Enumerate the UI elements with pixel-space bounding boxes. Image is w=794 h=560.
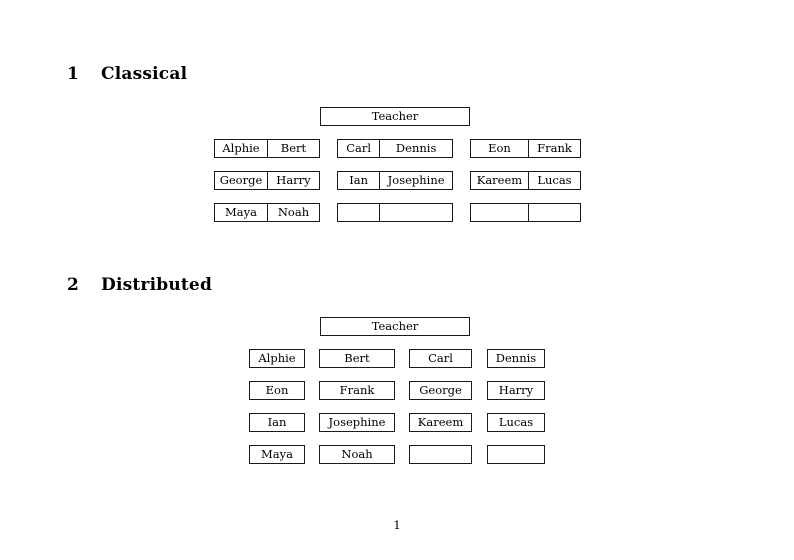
student-box: Josephine [319,413,395,432]
teacher-label: Teacher [371,108,419,123]
student-label: Frank [339,382,375,397]
student-cell: Frank [527,140,580,157]
section-number: 2 [67,275,80,295]
student-pair-box: George Harry [214,171,320,190]
student-box: Eon [249,381,305,400]
student-box: Kareem [409,413,472,432]
student-label: Maya [261,446,293,461]
student-pair-box: Carl Dennis [337,139,453,158]
student-box: Dennis [487,349,545,368]
student-pair-box-empty [337,203,453,222]
student-box-empty [409,445,472,464]
section-heading-distributed: 2 Distributed [67,277,212,294]
student-box: Bert [319,349,395,368]
student-cell: Lucas [527,172,580,189]
student-cell: Carl [346,140,372,155]
student-box: Frank [319,381,395,400]
student-cell: Kareem [476,172,523,187]
student-cell: Harry [266,172,319,189]
student-cell [338,204,379,221]
student-cell: Noah [266,204,319,221]
student-label [488,446,544,463]
student-box: Lucas [487,413,545,432]
section-title: Classical [101,64,188,84]
student-label: Ian [267,414,287,429]
student-box: Carl [409,349,472,368]
section-number: 1 [67,64,80,84]
student-pair-box-empty [470,203,581,222]
student-box: Alphie [249,349,305,368]
student-cell [379,204,452,221]
student-cell [471,204,528,221]
student-box: Ian [249,413,305,432]
student-box: George [409,381,472,400]
student-cell [527,204,580,221]
student-label: Lucas [498,414,534,429]
student-label: Dennis [495,350,537,365]
student-label: Bert [344,350,370,365]
student-cell: Bert [266,140,319,157]
student-cell: Josephine [379,172,452,189]
student-label: Kareem [417,414,464,429]
student-cell: Eon [488,140,511,155]
student-label [410,446,471,463]
student-label: George [419,382,462,397]
student-cell: Alphie [222,140,260,155]
student-label: Noah [341,446,373,461]
student-pair-box: Kareem Lucas [470,171,581,190]
student-cell: Maya [225,204,257,219]
student-pair-box: Maya Noah [214,203,320,222]
student-cell: George [219,172,263,187]
teacher-label: Teacher [371,318,419,333]
student-pair-box: Ian Josephine [337,171,453,190]
section-heading-classical: 1 Classical [67,66,187,83]
student-box: Noah [319,445,395,464]
student-label: Carl [428,350,453,365]
student-label: Alphie [258,350,296,365]
student-box: Harry [487,381,545,400]
student-pair-box: Eon Frank [470,139,581,158]
student-box: Maya [249,445,305,464]
student-label: Harry [498,382,534,397]
student-label: Josephine [328,414,386,429]
teacher-box-classical: Teacher [320,107,470,126]
student-label: Eon [265,382,289,397]
student-cell: Dennis [379,140,452,157]
teacher-box-distributed: Teacher [320,317,470,336]
page-number: 1 [393,518,401,532]
section-title: Distributed [101,275,213,295]
student-pair-box: Alphie Bert [214,139,320,158]
student-box-empty [487,445,545,464]
student-cell: Ian [349,172,369,187]
